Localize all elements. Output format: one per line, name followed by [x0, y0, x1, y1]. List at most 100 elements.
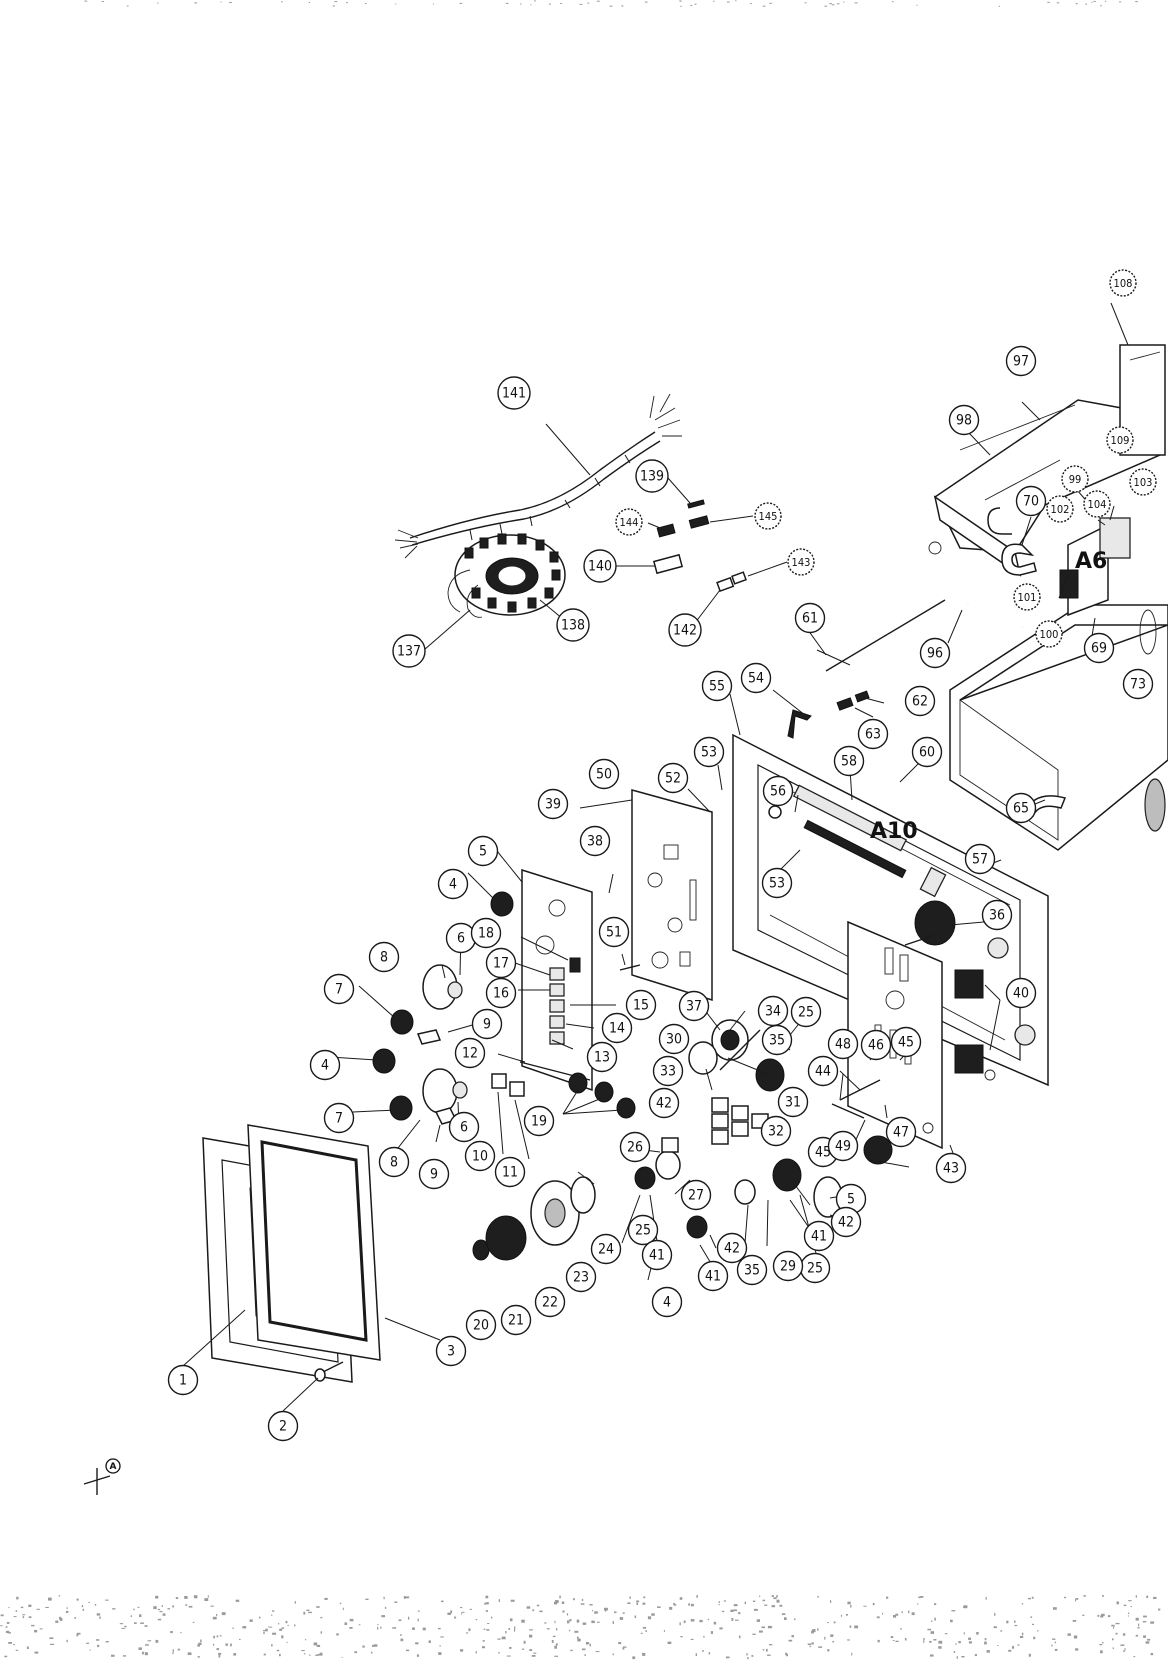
- scan-speck: [344, 1622, 348, 1625]
- scan-speck: [849, 1625, 852, 1628]
- scan-speck: [997, 1645, 999, 1646]
- scan-speck: [1146, 1595, 1149, 1598]
- callout-51: 51: [598, 916, 630, 948]
- scan-speck: [437, 1627, 441, 1630]
- scan-speck: [753, 1608, 758, 1611]
- scan-speck: [485, 1610, 488, 1612]
- scan-speck: [8, 1607, 10, 1609]
- scan-speck: [213, 1643, 215, 1646]
- callout-number: 4: [663, 1295, 671, 1311]
- scan-speck: [172, 1649, 174, 1652]
- callout-61: 61: [794, 602, 826, 634]
- callout-number: 4: [321, 1058, 329, 1074]
- callout-142: 142: [668, 613, 702, 647]
- callout-number: 42: [838, 1215, 854, 1231]
- callout-4a: 4: [437, 868, 469, 900]
- scan-speck: [1104, 0, 1107, 2]
- callout-44: 44: [807, 1055, 839, 1087]
- callout-number: 42: [656, 1096, 672, 1112]
- scan-speck: [974, 1654, 977, 1657]
- scan-speck: [26, 1646, 29, 1649]
- scan-speck: [695, 1653, 697, 1656]
- scan-speck: [836, 3, 840, 5]
- scan-speck: [13, 1643, 15, 1646]
- scan-speck: [5, 1630, 10, 1634]
- callout-number: 25: [635, 1223, 651, 1239]
- callout-101: 101: [1013, 583, 1041, 611]
- scan-speck: [968, 1637, 971, 1640]
- scan-speck: [383, 1596, 385, 1600]
- callout-number: 16: [493, 986, 509, 1002]
- scan-speck: [536, 1604, 540, 1607]
- scan-speck: [111, 1654, 115, 1657]
- scan-speck: [485, 1595, 489, 1599]
- callout-number: 62: [912, 694, 928, 710]
- callout-number: 9: [430, 1167, 438, 1183]
- scan-speck: [555, 1600, 559, 1603]
- scan-speck: [984, 1638, 987, 1641]
- callout-42b: 42: [716, 1232, 748, 1264]
- scan-speck: [334, 1, 338, 3]
- scan-speck: [1099, 1644, 1103, 1646]
- scan-speck: [746, 1653, 748, 1656]
- scan-speck: [1019, 1635, 1024, 1638]
- scan-speck: [265, 1628, 268, 1632]
- callout-56: 56: [762, 775, 794, 807]
- scan-speck: [766, 1648, 768, 1652]
- scan-speck: [60, 1617, 63, 1621]
- scan-speck: [281, 1, 283, 3]
- callout-47: 47: [885, 1116, 917, 1148]
- scan-speck: [1085, 3, 1088, 5]
- scan-speck: [895, 1640, 899, 1642]
- scan-speck: [45, 1606, 49, 1608]
- callout-number: 63: [865, 727, 881, 743]
- scan-speck: [1135, 1634, 1139, 1637]
- scan-speck: [713, 0, 715, 2]
- scan-speck: [157, 2, 159, 4]
- scan-speck: [584, 1654, 586, 1656]
- scan-speck: [415, 1642, 419, 1645]
- scan-speck: [417, 1610, 420, 1612]
- callout-number: 53: [701, 745, 717, 761]
- scan-speck: [317, 1654, 321, 1656]
- scan-speck: [262, 1630, 266, 1632]
- scan-speck: [210, 1605, 214, 1607]
- callout-16: 16: [485, 977, 517, 1009]
- scan-speck: [124, 1625, 127, 1628]
- scan-speck: [532, 1609, 535, 1612]
- scan-speck: [216, 1635, 219, 1638]
- callout-63: 63: [857, 718, 889, 750]
- scan-speck: [750, 3, 752, 5]
- callout-139: 139: [635, 459, 669, 493]
- callout-number: 35: [769, 1033, 785, 1049]
- scan-speck: [461, 1611, 465, 1613]
- scan-speck: [892, 1640, 895, 1642]
- scan-speck: [508, 1628, 510, 1630]
- scan-speck: [824, 1636, 826, 1640]
- scan-speck: [514, 1626, 516, 1630]
- scan-speck: [1116, 1601, 1119, 1605]
- scan-speck: [263, 1631, 265, 1635]
- scan-speck: [548, 3, 551, 5]
- scan-speck: [395, 3, 397, 5]
- scan-speck: [735, 1619, 739, 1621]
- scan-speck: [281, 1635, 284, 1639]
- scan-speck: [900, 1628, 902, 1630]
- callout-number: 8: [380, 950, 388, 966]
- scan-speck: [339, 1602, 342, 1605]
- scan-speck: [22, 1616, 25, 1619]
- scan-speck: [1021, 1632, 1024, 1636]
- scan-speck: [362, 1645, 365, 1648]
- scan-speck: [904, 1638, 907, 1641]
- scan-speck: [595, 1651, 600, 1653]
- callout-57: 57: [964, 843, 996, 875]
- scan-speck: [272, 1632, 277, 1635]
- scan-speck: [505, 2, 509, 4]
- scan-speck: [1091, 1, 1093, 3]
- scan-speck: [16, 1596, 19, 1600]
- scan-speck: [1113, 1626, 1115, 1629]
- callout-98: 98: [948, 404, 980, 436]
- callout-102: 102: [1046, 495, 1074, 523]
- scan-speck: [370, 1651, 373, 1654]
- callout-25c: 25: [799, 1252, 831, 1284]
